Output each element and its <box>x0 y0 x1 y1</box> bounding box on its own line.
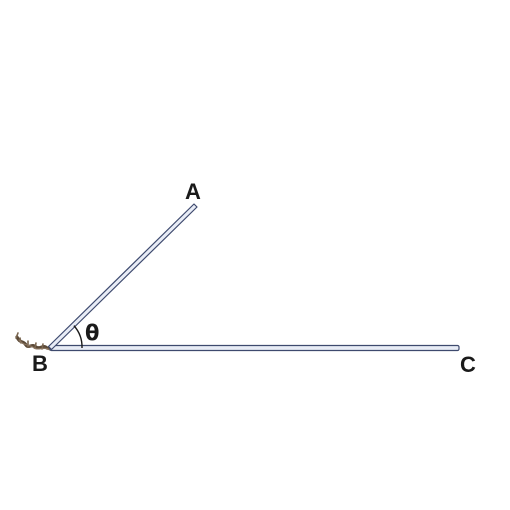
ray-bc <box>49 344 460 352</box>
angle-arc <box>73 325 83 349</box>
ray-ba <box>47 203 198 351</box>
pivot-hinge <box>15 332 54 351</box>
point-label-c: C <box>460 352 476 377</box>
point-label-a: A <box>185 179 201 204</box>
point-label-b: B <box>32 351 48 376</box>
angle-label-theta: θ <box>85 321 99 345</box>
